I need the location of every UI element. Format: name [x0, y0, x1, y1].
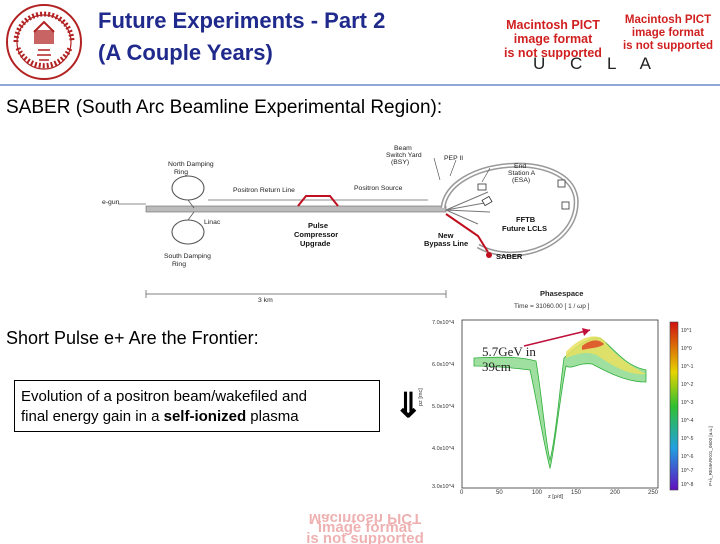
colorbar-tick: 10^-3 — [681, 400, 694, 406]
slac-beamline-diagram: North Damping Ring Positron Return Line … — [102, 145, 579, 304]
evolution-text: final energy gain in a — [21, 408, 164, 425]
watermark-line-1: Macintosh PICT — [309, 510, 422, 527]
saber-heading: SABER (South Arc Beamline Experimental R… — [6, 97, 443, 118]
energy-annotation-line-2: 39cm — [482, 359, 511, 374]
phasespace-plot: Phasespace Time = 31060.00 [ 1 / ωp ] 7.… — [418, 289, 713, 500]
x-tick: 250 — [648, 490, 659, 496]
colorbar-tick: 10^-5 — [681, 436, 694, 442]
x-tick: 200 — [610, 490, 621, 496]
label-pulse-3: Upgrade — [300, 239, 330, 248]
y-tick: 4.0x10^4 — [432, 446, 454, 452]
plot-title: Phasespace — [540, 289, 583, 298]
y-tick: 6.0x10^4 — [432, 362, 454, 368]
label-scale: 3 km — [258, 297, 273, 304]
x-tick: 0 — [460, 490, 464, 496]
label-north-ring-2: Ring — [174, 169, 188, 176]
colorbar-tick: 10^-4 — [681, 418, 694, 424]
label-end-station-3: (ESA) — [512, 177, 530, 184]
label-bsy-3: (BSY) — [391, 159, 409, 166]
placeholder-line: image format — [631, 27, 705, 39]
label-end-station: End — [514, 163, 526, 170]
placeholder-line: is not supported — [504, 46, 602, 60]
label-saber: SABER — [496, 252, 523, 261]
slide-title-line-1: Future Experiments - Part 2 — [98, 8, 386, 33]
slide-title-line-2: (A Couple Years) — [98, 40, 273, 65]
label-north-ring: North Damping — [168, 161, 214, 168]
colorbar-tick: 10^-8 — [681, 482, 694, 488]
phasespace-peak — [582, 340, 604, 350]
missing-image-placeholder: Macintosh PICT image format is not suppo… — [493, 18, 613, 60]
y-tick: 7.0x10^4 — [432, 320, 454, 326]
placeholder-line: is not supported — [622, 40, 714, 52]
missing-image-placeholder-right: Macintosh PICT image format is not suppo… — [618, 14, 718, 53]
placeholder-line: image format — [513, 32, 593, 46]
label-bsy: Beam — [394, 145, 412, 152]
y-tick: 3.0x10^4 — [432, 484, 454, 490]
label-south-ring-2: Ring — [172, 261, 186, 268]
ucla-wordmark: U C L A — [533, 54, 661, 73]
missing-image-watermark: Macintosh PICT image format is not suppo… — [306, 510, 424, 544]
x-tick: 50 — [496, 490, 503, 496]
annotation-arrow — [523, 329, 591, 347]
placeholder-line: Macintosh PICT — [624, 14, 712, 26]
watermark-line-2: image format — [318, 519, 412, 536]
energy-annotation-line-1: 5.7GeV in — [482, 344, 536, 359]
placeholder-line: Macintosh PICT — [506, 18, 600, 32]
watermark-line-3: is not supported — [306, 530, 424, 544]
phasespace-region — [473, 337, 647, 470]
evolution-text-end: plasma — [246, 408, 299, 425]
short-pulse-heading: Short Pulse e+ Are the Frontier: — [6, 328, 259, 348]
evolution-caption-box: Evolution of a positron beam/wakefiled a… — [14, 380, 380, 432]
colorbar-tick: 10^-1 — [681, 364, 694, 370]
label-bsy-2: Switch Yard — [386, 152, 422, 159]
energy-annotation: 5.7GeV in 39cm — [482, 344, 536, 374]
label-pep: PEP II — [444, 155, 463, 162]
colorbar-tick: 10^-6 — [681, 454, 694, 460]
annotation-arrowhead — [582, 328, 590, 336]
label-egun: e-gun — [102, 199, 120, 206]
y-axis-label: pz [mc] — [418, 388, 424, 406]
label-lcls: Future LCLS — [502, 224, 547, 233]
colorbar — [669, 321, 679, 491]
label-end-station-2: Station A — [508, 170, 536, 177]
label-fftb: FFTB — [516, 215, 536, 224]
down-arrow-icon: ⇓ — [394, 387, 423, 425]
label-pulse-2: Compressor — [294, 230, 338, 239]
colorbar-tick: 10^-2 — [681, 382, 694, 388]
x-axis-label: z [ρ/d] — [548, 494, 564, 500]
label-positron-return: Positron Return Line — [233, 187, 295, 194]
colorbar-label: P+λ_REMARK01_0600 [a.u.] — [708, 426, 713, 486]
header-divider — [0, 84, 720, 86]
evolution-line-1: Evolution of a positron beam/wakefiled a… — [21, 388, 308, 405]
y-tick: 5.0x10^4 — [432, 404, 454, 410]
colorbar-tick: 10^1 — [681, 328, 692, 334]
plot-subtitle: Time = 31060.00 [ 1 / ωp ] — [514, 303, 590, 310]
label-pulse-1: Pulse — [308, 221, 328, 230]
colorbar-tick: 10^-7 — [681, 468, 694, 474]
evolution-line-2: final energy gain in a self-ionized plas… — [21, 407, 379, 427]
colorbar-tick: 10^0 — [681, 346, 692, 352]
label-south-ring: South Damping — [164, 253, 211, 260]
x-tick: 100 — [532, 490, 543, 496]
label-new-1: New — [438, 231, 454, 240]
label-positron-source: Positron Source — [354, 185, 403, 192]
ucla-seal-logo — [6, 4, 82, 80]
label-new-2: Bypass Line — [424, 239, 468, 248]
label-linac: Linac — [204, 219, 221, 226]
evolution-emphasis: self-ionized — [163, 408, 247, 425]
x-tick: 150 — [571, 490, 582, 496]
